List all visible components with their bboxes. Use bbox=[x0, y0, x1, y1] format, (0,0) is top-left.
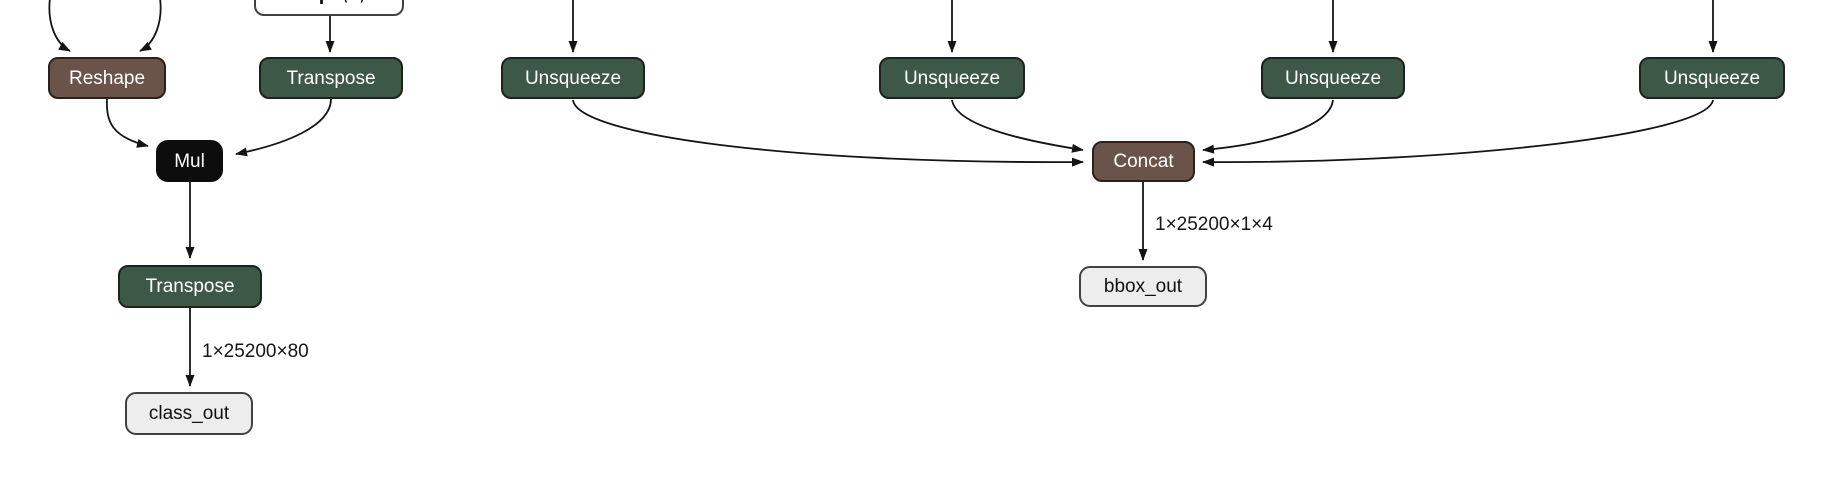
edge-unsqueeze4-to-concat bbox=[1202, 99, 1714, 167]
node-unsqueeze-2[interactable]: Unsqueeze bbox=[879, 57, 1025, 99]
node-transpose-bottom[interactable]: Transpose bbox=[118, 265, 262, 308]
edge-into-reshape-left bbox=[48, 0, 71, 52]
node-unsqueeze-3-label: Unsqueeze bbox=[1284, 67, 1382, 89]
tensor-shape-label-bbox-out: 1×25200×1×4 bbox=[1155, 214, 1273, 235]
node-transpose-top[interactable]: Transpose bbox=[259, 57, 403, 99]
node-class-out-label: class_out bbox=[148, 403, 230, 424]
node-concat-label: Concat bbox=[1113, 151, 1174, 172]
edge-unsqueeze1-to-concat bbox=[572, 99, 1084, 167]
node-unsqueeze-4[interactable]: Unsqueeze bbox=[1639, 57, 1785, 99]
node-unsqueeze-3[interactable]: Unsqueeze bbox=[1261, 57, 1405, 99]
node-mul-label: Mul bbox=[174, 150, 205, 172]
steps-constant-shape: ⟨1⟩ bbox=[341, 0, 366, 4]
node-transpose-top-label: Transpose bbox=[286, 67, 376, 89]
node-unsqueeze-1[interactable]: Unsqueeze bbox=[501, 57, 645, 99]
edge-unsqueeze3-to-concat bbox=[1202, 99, 1334, 154]
edge-transpose-to-mul bbox=[235, 98, 332, 157]
steps-constant-name: steps bbox=[291, 0, 341, 4]
node-reshape-label: Reshape bbox=[68, 67, 146, 89]
node-transpose-bottom-label: Transpose bbox=[145, 276, 235, 297]
edge-unsqueeze2-to-concat bbox=[951, 99, 1084, 153]
node-class-out[interactable]: class_out bbox=[125, 392, 253, 435]
node-concat[interactable]: Concat bbox=[1092, 141, 1195, 182]
edge-into-reshape-right bbox=[139, 0, 162, 52]
edge-reshape-to-mul bbox=[106, 98, 149, 148]
node-reshape[interactable]: Reshape bbox=[48, 57, 166, 99]
node-steps-constant[interactable]: steps⟨1⟩ bbox=[254, 0, 404, 16]
tensor-shape-label-class-out: 1×25200×80 bbox=[202, 341, 309, 362]
node-unsqueeze-2-label: Unsqueeze bbox=[903, 67, 1001, 89]
node-bbox-out[interactable]: bbox_out bbox=[1079, 266, 1207, 307]
node-bbox-out-label: bbox_out bbox=[1103, 276, 1183, 297]
node-mul[interactable]: Mul bbox=[156, 140, 223, 182]
node-unsqueeze-1-label: Unsqueeze bbox=[524, 67, 622, 89]
node-unsqueeze-4-label: Unsqueeze bbox=[1663, 67, 1761, 89]
